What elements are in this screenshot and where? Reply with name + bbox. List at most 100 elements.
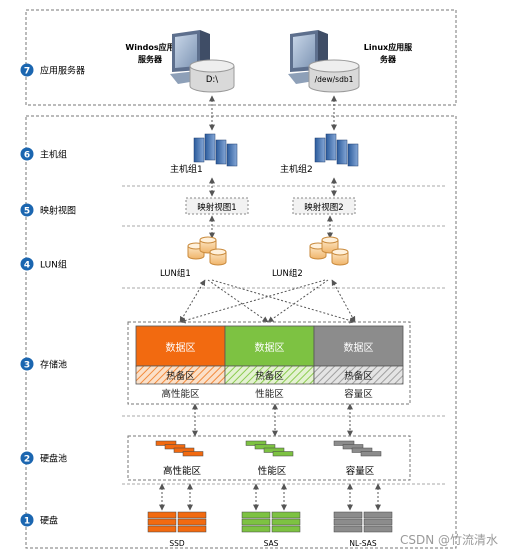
disk-unit (333, 518, 363, 526)
windows-drive-icon (189, 59, 235, 93)
layer-number-6: 6 (24, 151, 30, 161)
disk-group-ssd: SSD (147, 511, 207, 548)
layer-badge-5 (20, 203, 34, 217)
disk-group-sas: SAS (241, 511, 301, 548)
linux-server-label-line2: 务器 (380, 54, 397, 64)
layer-badge-2 (20, 451, 34, 465)
disk-group-nl-sas: NL-SAS (333, 511, 393, 548)
mapping-view-2-label: 映射视图2 (304, 202, 343, 213)
disk-pool-tier-perf: 性能区 (245, 440, 294, 477)
storage-system-frame (25, 115, 457, 549)
layer-label-2: 硬盘池 (40, 453, 67, 465)
pool-data-area-high-perf (135, 325, 226, 367)
pool-data-label-perf: 数据区 (255, 341, 285, 354)
disk-unit (147, 511, 177, 519)
disk-pool-frame (127, 435, 411, 481)
lun-group-2-label: LUN组2 (272, 268, 303, 279)
disk-type-label-ssd: SSD (169, 539, 185, 548)
pool-data-area-perf (224, 325, 315, 367)
disk-type-label-nl-sas: NL-SAS (349, 539, 376, 548)
pool-hot-spare-capacity (313, 365, 404, 385)
pool-data-label-high-perf: 数据区 (166, 341, 196, 354)
disk-pool-label-capacity: 容量区 (346, 465, 375, 477)
layer-label-6: 主机组 (40, 149, 67, 161)
disk-unit (363, 511, 393, 519)
pool-data-label-capacity: 数据区 (344, 341, 374, 354)
layer-badge-7 (20, 63, 34, 77)
disk-pool-tier-capacity: 容量区 (333, 440, 382, 477)
pool-data-area-capacity (313, 325, 404, 367)
disk-pool-label-perf: 性能区 (258, 465, 287, 477)
windows-app-server: Windos应用 服务器 D:\ (125, 30, 235, 93)
linux-drive-label: /dew/sdb1 (315, 75, 354, 84)
lun-group-1-icon (187, 236, 227, 266)
lun-group-2-icon (309, 236, 349, 266)
disk-unit (241, 511, 271, 519)
layer-number-7: 7 (24, 67, 30, 77)
mapping-view-1-label: 映射视图1 (197, 202, 236, 213)
disk-type-label-sas: SAS (264, 539, 279, 548)
layer-label-5: 映射视图 (40, 205, 76, 217)
layer-badge-4 (20, 257, 34, 271)
windows-server-label-line2: 服务器 (138, 54, 163, 64)
diskpool-to-disk-arrows (159, 483, 381, 511)
storage-pool-frame (127, 321, 411, 405)
layer-label-1: 硬盘 (40, 515, 58, 527)
pool-tier-label-high-perf: 高性能区 (161, 388, 200, 400)
disk-pool-disk (272, 451, 294, 457)
host-group-2-label: 主机组2 (280, 163, 313, 175)
disk-unit (271, 525, 301, 533)
disk-pool-disk (182, 451, 204, 457)
disk-unit (363, 525, 393, 533)
linux-server-label-line1: Linux应用服 (364, 42, 413, 52)
layer-badge-3 (20, 357, 34, 371)
pool-tier-label-capacity: 容量区 (344, 388, 373, 400)
pool-to-diskpool-arrows (192, 403, 353, 437)
app-server-frame (25, 9, 457, 106)
layer-number-5: 5 (24, 207, 30, 217)
disk-unit (241, 518, 271, 526)
layer-number-2: 2 (24, 455, 30, 465)
windows-drive-label: D:\ (206, 75, 218, 85)
pool-hot-spare-label-capacity: 热备区 (344, 370, 373, 382)
lun-to-pool-arrows (179, 279, 356, 324)
pool-hot-spare-label-perf: 热备区 (255, 370, 284, 382)
windows-server-label-line1: Windos应用 (125, 42, 174, 52)
mapping-view-1 (185, 197, 249, 215)
disk-unit (177, 511, 207, 519)
linux-app-server: Linux应用服 务器 /dew/sdb1 (288, 30, 413, 93)
disk-groups: SSD SAS NL-SAS (147, 511, 393, 548)
disk-unit (363, 518, 393, 526)
disk-unit (241, 525, 271, 533)
disk-pool-tier-high-perf: 高性能区 (155, 440, 204, 477)
mapping-view-2 (292, 197, 356, 215)
layer-badge-1 (20, 513, 34, 527)
layer-number-1: 1 (24, 517, 30, 527)
disk-unit (333, 511, 363, 519)
disk-unit (177, 525, 207, 533)
layer-label-3: 存储池 (40, 359, 67, 371)
disk-unit (333, 525, 363, 533)
pool-hot-spare-label-high-perf: 热备区 (166, 370, 195, 382)
pool-tier-label-perf: 性能区 (255, 388, 284, 400)
layer-label-4: LUN组 (40, 259, 67, 271)
lun-group-1-label: LUN组1 (160, 268, 191, 279)
layer-badges: 7 应用服务器 6 主机组 5 映射视图 4 LUN组 3 存储池 2 硬盘池 1 硬盘 (20, 63, 85, 527)
disk-unit (177, 518, 207, 526)
layer-label-7: 应用服务器 (40, 65, 85, 77)
layer-number-4: 4 (24, 261, 30, 271)
linux-drive-icon (308, 59, 360, 93)
disk-unit (147, 518, 177, 526)
host-group-2-icon (314, 133, 359, 167)
disk-unit (271, 518, 301, 526)
disk-pool-tiers: 高性能区性能区 容量区 (155, 440, 382, 477)
layer-badge-6 (20, 147, 34, 161)
disk-unit (271, 511, 301, 519)
watermark: CSDN @竹流清水 (400, 533, 498, 547)
layer-number-3: 3 (24, 361, 30, 371)
disk-unit (147, 525, 177, 533)
host-group-1-label: 主机组1 (170, 163, 203, 175)
disk-pool-disk (360, 451, 382, 457)
